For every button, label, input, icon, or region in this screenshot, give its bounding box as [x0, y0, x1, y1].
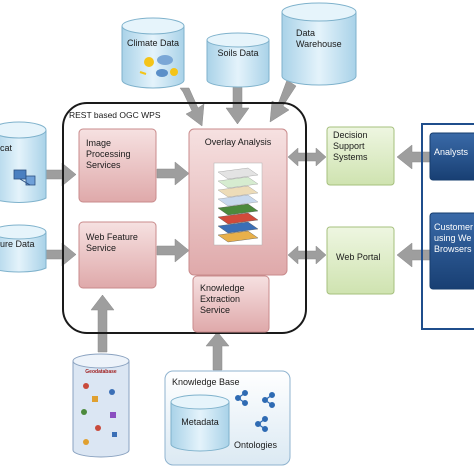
knowledge-base-title: Knowledge Base: [172, 377, 240, 387]
metadata-label: Metadata: [181, 417, 219, 427]
decision-support-box: [326, 126, 395, 186]
arrow-climate-to-overlay: [179, 87, 205, 127]
climate-data-label: Climate Data: [126, 38, 180, 48]
geodatabase-label: Geodatabase: [85, 369, 117, 375]
web-feature-box: [78, 221, 157, 289]
knowledge-extraction-label: Knowledge Extraction Service: [200, 283, 245, 315]
metadata-cylinder: [170, 394, 230, 452]
arrow-customers-to-portal: [396, 242, 431, 268]
cylinder-cat: [0, 121, 47, 203]
arrow-cat-to-image: [43, 162, 77, 187]
web-portal-box: [326, 226, 395, 295]
arrow-geodb-to-wfs: [90, 294, 115, 353]
overlay-analysis-label: Overlay Analysis: [204, 137, 272, 147]
decision-support-label: Decision Support Systems: [333, 130, 368, 162]
feature-data-label: ure Data: [0, 239, 35, 249]
network-icon: [13, 169, 36, 186]
cylinder-soils-data: [206, 32, 270, 88]
ontologies-label: Ontologies: [234, 440, 278, 450]
arrow-wfs-to-overlay: [156, 238, 190, 263]
arrow-image-to-overlay: [156, 161, 190, 186]
analysts-label: Analysts: [434, 147, 469, 157]
web-feature-label: Web Feature Service: [86, 232, 138, 253]
arrow-soils-to-overlay: [225, 85, 250, 125]
image-processing-box: [78, 128, 157, 203]
knowledge-extraction-box: [192, 275, 270, 333]
image-processing-label: Image Processing Services: [86, 138, 131, 170]
data-warehouse-label: Data Warehouse: [296, 28, 342, 49]
wps-container: [62, 102, 307, 334]
arrow-analysts-to-dss: [396, 144, 431, 170]
analysts-box: [429, 132, 474, 181]
arrow-kb-to-extraction: [205, 331, 230, 371]
web-portal-label: Web Portal: [336, 252, 381, 262]
sun-cloud-icon: [139, 55, 178, 77]
cylinder-data-warehouse: [281, 2, 357, 86]
users-frame: [421, 123, 474, 330]
cylinder-climate-data: [121, 17, 185, 89]
customers-label: Customer using We Browsers: [434, 222, 474, 254]
arrow-warehouse-to-overlay: [269, 79, 297, 123]
soils-data-label: Soils Data: [217, 48, 259, 58]
database-icon: [81, 383, 117, 445]
arrow-feature-to-wfs: [43, 242, 77, 267]
customers-box: [429, 212, 474, 290]
wps-label: REST based OGC WPS: [69, 110, 161, 120]
network-icon: [235, 390, 276, 433]
cylinder-feature-data: [0, 224, 47, 273]
layer-stack-icon: [213, 162, 263, 246]
cat-label: cat: [0, 143, 13, 153]
